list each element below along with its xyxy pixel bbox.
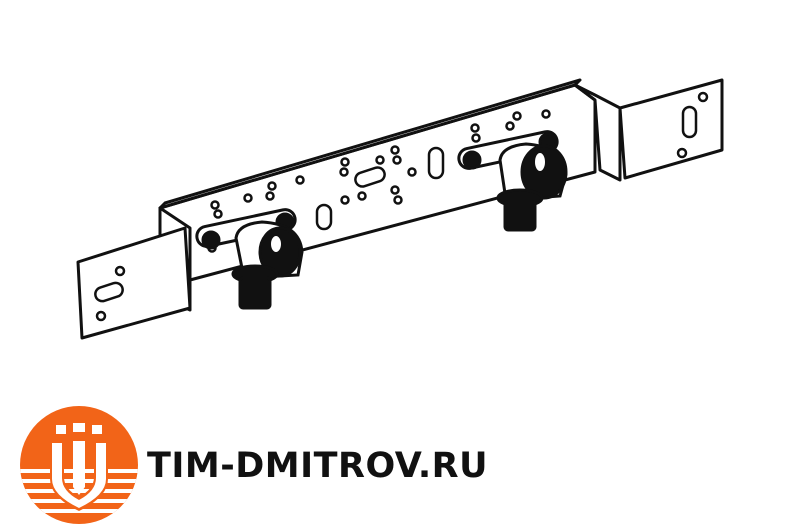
- brand-site-name: TIM-DMITROV.RU: [147, 446, 489, 486]
- brand-logo-icon: [20, 406, 138, 524]
- right-elbow-fitting: [457, 130, 568, 232]
- bracket-illustration: [76, 78, 724, 340]
- bracket-right-flange: [618, 78, 724, 180]
- bracket-left-flange: [76, 226, 192, 340]
- bracket-right-bend: [573, 83, 622, 182]
- left-elbow-fitting: [195, 208, 304, 310]
